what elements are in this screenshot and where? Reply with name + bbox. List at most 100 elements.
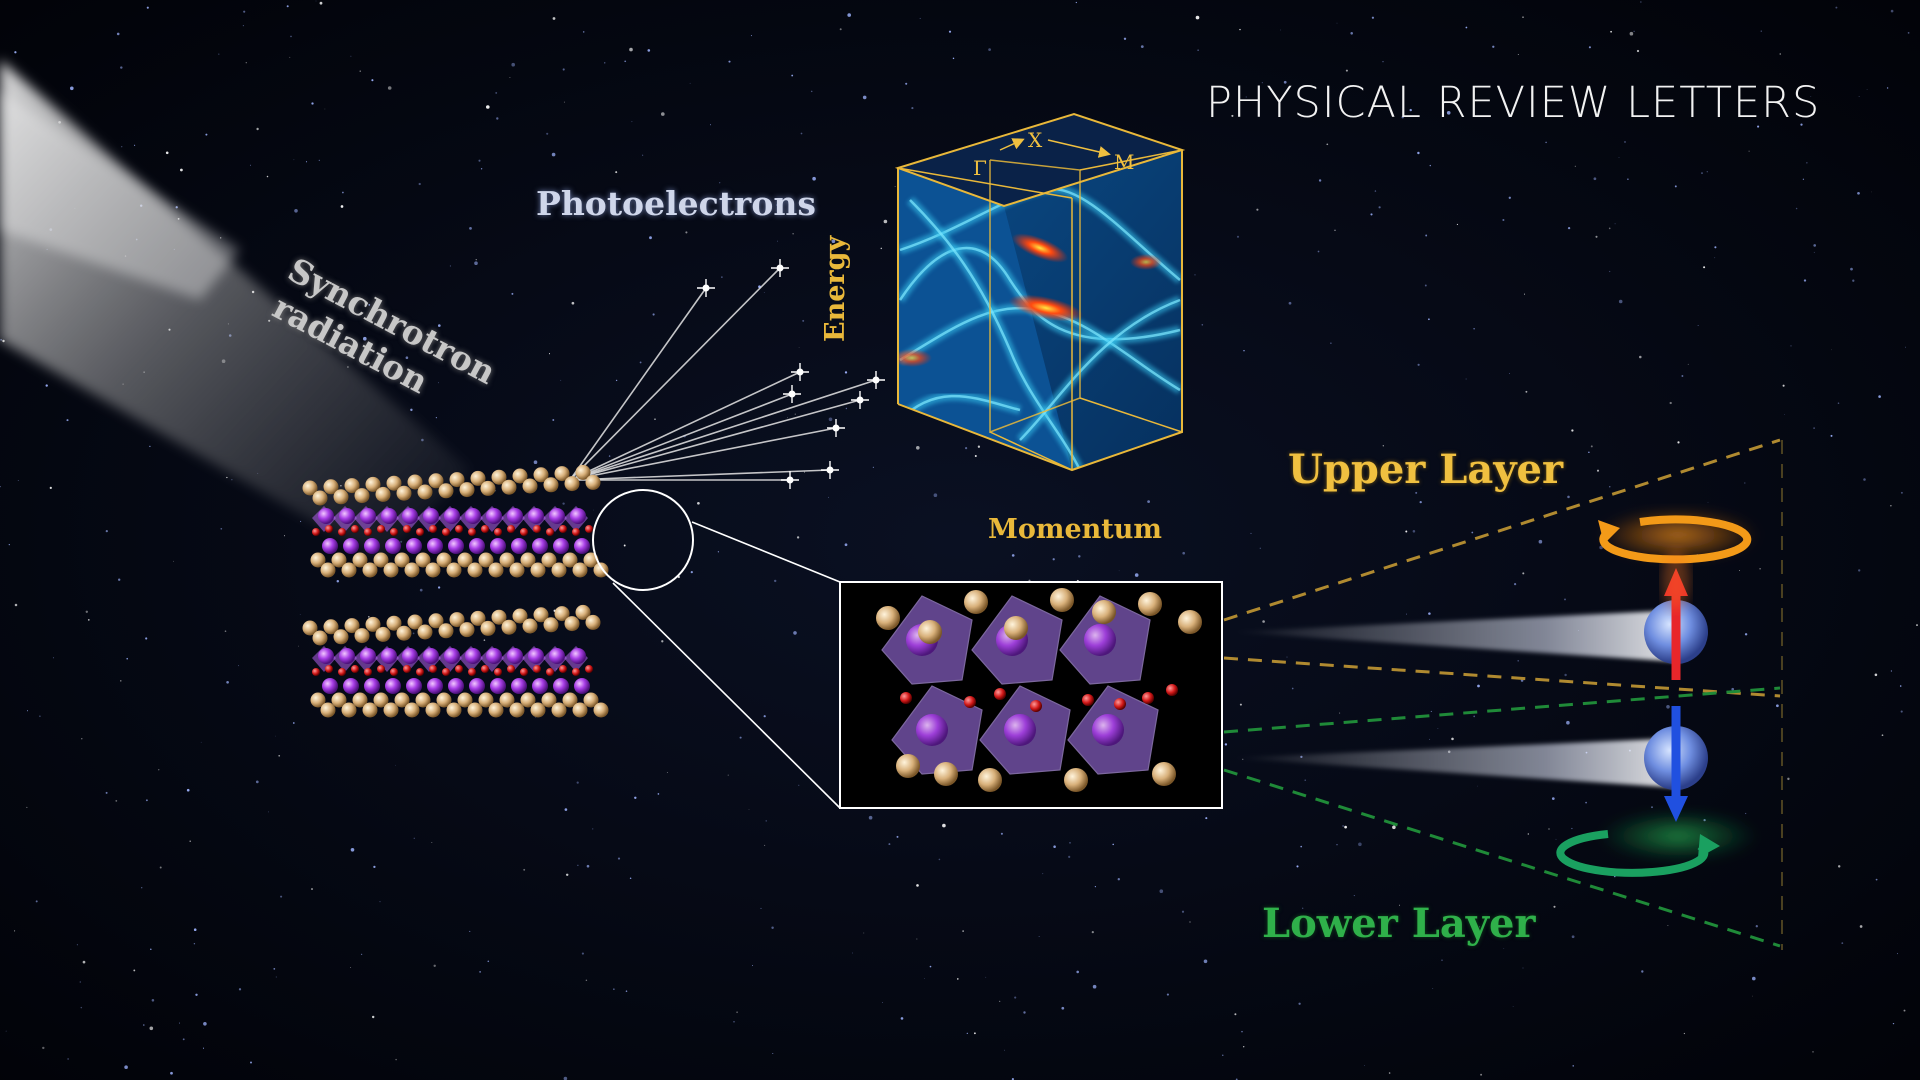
star [1337, 23, 1338, 24]
star [523, 869, 525, 871]
star [1701, 172, 1702, 173]
inset-apical-atom [1064, 768, 1088, 792]
apical-atom [489, 563, 504, 578]
oxygen-atom [455, 665, 463, 673]
metal-atom [381, 508, 397, 524]
star [1012, 554, 1015, 557]
star [1573, 1065, 1574, 1066]
star [88, 619, 90, 621]
apical-atom [468, 703, 483, 718]
inset-apical-atom [1004, 616, 1028, 640]
star [1379, 206, 1381, 208]
star [772, 1053, 773, 1054]
star [14, 51, 16, 53]
star [231, 479, 232, 480]
metal-atom [549, 508, 565, 524]
star [311, 888, 313, 890]
metal-atom [574, 538, 590, 554]
star [1260, 548, 1261, 549]
star [1336, 844, 1337, 845]
star [1441, 959, 1442, 960]
star [1502, 219, 1504, 221]
oxygen-atom [390, 528, 398, 536]
star [276, 976, 277, 977]
star [1095, 886, 1096, 887]
apical-atom [502, 620, 517, 635]
star [1417, 152, 1419, 154]
inset-apical-atom [876, 606, 900, 630]
star [1814, 252, 1815, 253]
star [50, 487, 52, 489]
metal-atom [553, 538, 569, 554]
oxygen-atom [585, 525, 593, 533]
star [1803, 179, 1804, 180]
star [1182, 911, 1184, 913]
apical-atom [510, 563, 525, 578]
star [434, 965, 436, 967]
momentum-axis-label: Momentum [988, 514, 1162, 545]
metal-atom [364, 678, 380, 694]
star [1195, 274, 1196, 275]
star [653, 313, 655, 315]
star [974, 1032, 976, 1034]
apical-atom [481, 481, 496, 496]
star [1539, 540, 1543, 544]
star [1418, 364, 1420, 366]
star [792, 233, 793, 234]
star [511, 63, 515, 67]
oxygen-atom [572, 528, 580, 536]
star [1876, 879, 1878, 881]
star [1014, 997, 1016, 999]
star [797, 536, 799, 538]
star [1698, 325, 1699, 326]
star [287, 5, 289, 7]
star [1890, 505, 1891, 506]
star [845, 543, 848, 546]
star [1473, 716, 1475, 718]
star [121, 146, 122, 147]
star [1222, 1055, 1223, 1056]
star [419, 183, 421, 185]
star [1298, 1003, 1300, 1005]
star [752, 965, 753, 966]
star [1591, 445, 1593, 447]
metal-atom [507, 508, 523, 524]
star [1831, 435, 1833, 437]
star [1147, 500, 1150, 503]
inset-oxygen-atom [964, 696, 976, 708]
apical-atom [313, 491, 328, 506]
apical-atom [405, 563, 420, 578]
star [1004, 1050, 1005, 1051]
oxygen-atom [481, 525, 489, 533]
star [553, 17, 556, 20]
star [133, 969, 135, 971]
star [1425, 285, 1427, 287]
star [1677, 441, 1679, 443]
star [802, 320, 804, 322]
star [888, 843, 890, 845]
star [1076, 2, 1077, 3]
star [479, 971, 481, 973]
star [420, 589, 423, 592]
star [1904, 1010, 1906, 1012]
apical-atom [342, 703, 357, 718]
star [749, 809, 750, 810]
photoelectrons-label: Photoelectrons [536, 184, 816, 223]
star [534, 460, 538, 464]
star [1887, 87, 1888, 88]
oxygen-atom [312, 528, 320, 536]
star [1300, 846, 1302, 848]
oxygen-atom [429, 665, 437, 673]
star [1588, 452, 1589, 453]
star [609, 455, 610, 456]
metal-atom [528, 508, 544, 524]
star [1783, 385, 1785, 387]
star [771, 927, 773, 929]
apical-atom [460, 622, 475, 637]
oxygen-atom [520, 668, 528, 676]
star [350, 967, 351, 968]
inset-apical-atom [1050, 588, 1074, 612]
star [604, 62, 605, 63]
star [840, 28, 842, 30]
star [1243, 350, 1244, 351]
